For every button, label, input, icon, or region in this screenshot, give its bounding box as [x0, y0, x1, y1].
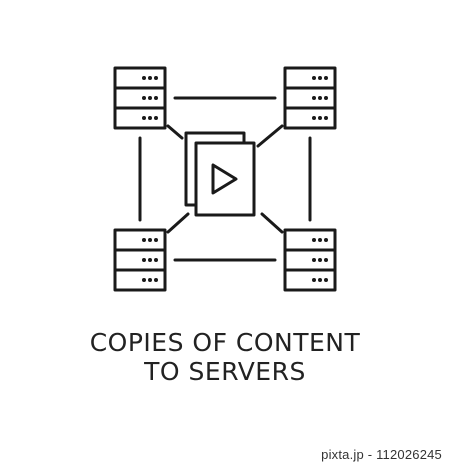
server-icon-bottom-right — [283, 228, 337, 292]
server-connections — [138, 96, 312, 262]
caption-line-1: COPIES OF CONTENT — [89, 328, 361, 357]
server-icon-top-left — [113, 66, 167, 130]
watermark-bar: pixta.jp - 112026245 — [0, 442, 450, 468]
server-icon-bottom-left — [113, 228, 167, 292]
video-file-icon — [184, 131, 256, 217]
content-links — [166, 124, 284, 234]
watermark-text: pixta.jp - 112026245 — [321, 447, 442, 462]
server-indicator-dots — [142, 76, 328, 282]
caption-line-2: TO SERVERS — [144, 357, 306, 386]
server-icon-top-right — [283, 66, 337, 130]
